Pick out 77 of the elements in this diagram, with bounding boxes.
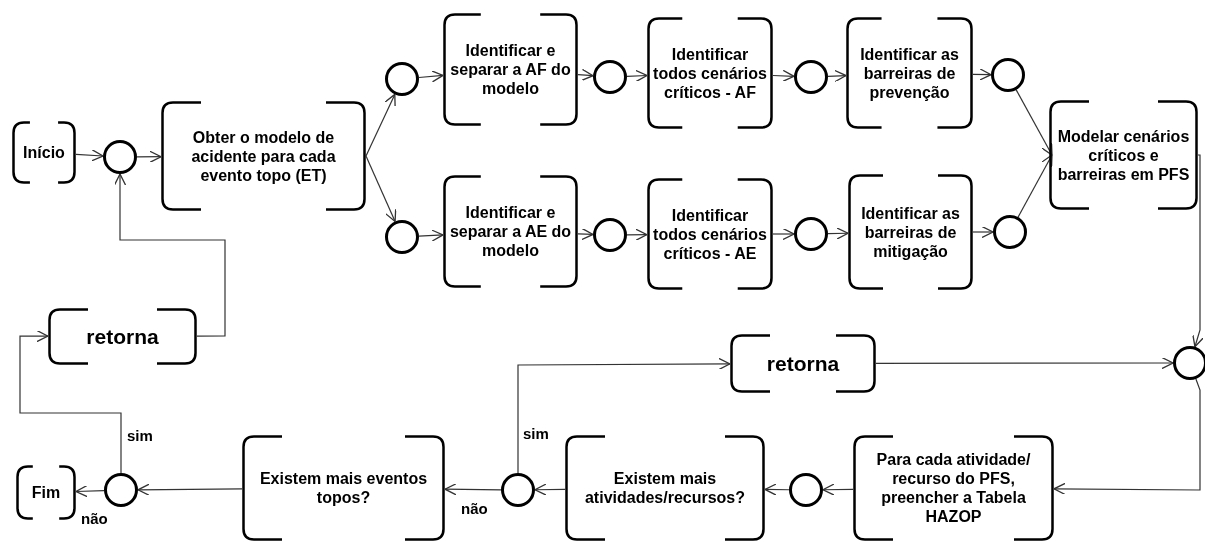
- activity-box: [846, 17, 973, 129]
- activity-label: Identificar e separar a AF do modelo: [449, 41, 572, 98]
- activity-box: [16, 465, 76, 520]
- event-circle: [593, 60, 627, 94]
- arrow: [517, 357, 731, 474]
- arrow: [972, 225, 994, 239]
- event-circle: [789, 473, 823, 507]
- arrow: [972, 68, 992, 81]
- event-circle: [991, 58, 1025, 92]
- arrow: [365, 93, 396, 157]
- event-circle: [385, 220, 419, 254]
- activity-label: Obter o modelo de acidente para cada evento topo (ET): [190, 127, 337, 185]
- activity-label: Identificar as barreiras de prevenção: [859, 44, 960, 102]
- event-circle: [501, 473, 535, 507]
- activity-label: Fim: [30, 483, 62, 502]
- edge-label: não: [80, 511, 109, 527]
- arrow: [136, 150, 162, 163]
- event-circle: [794, 60, 828, 94]
- activity-box: [647, 178, 773, 290]
- arrow: [75, 149, 104, 162]
- activity-box: [848, 174, 973, 290]
- event-circle: [993, 215, 1027, 249]
- activity-box: [48, 308, 197, 365]
- activity-box: [443, 13, 578, 126]
- arrow: [827, 69, 847, 83]
- activity-label: Existem mais atividades/recursos?: [583, 469, 747, 507]
- activity-label: Identificar e separar a AE do modelo: [448, 203, 573, 260]
- activity-label: Modelar cenários críticos e barreiras em PFS: [1056, 126, 1191, 184]
- arrow: [626, 228, 648, 241]
- arrow: [772, 69, 795, 83]
- arrow: [577, 227, 594, 241]
- arrow: [1015, 89, 1053, 156]
- arrow: [19, 329, 122, 474]
- arrow: [822, 483, 854, 496]
- arrow: [534, 483, 566, 496]
- activity-box: [853, 435, 1054, 541]
- arrow: [1017, 154, 1053, 218]
- edge-label: não: [460, 501, 489, 517]
- arrow: [577, 68, 594, 82]
- arrow: [418, 70, 444, 83]
- activity-box: [242, 435, 445, 541]
- activity-label: Identificar as barreiras de mitigação: [860, 203, 961, 261]
- arrow: [365, 155, 397, 223]
- arrow: [444, 483, 502, 496]
- event-circle: [593, 218, 627, 252]
- event-circle: [794, 217, 828, 251]
- activity-box: [730, 334, 876, 393]
- activity-box: [443, 175, 578, 288]
- arrow: [1192, 154, 1205, 348]
- arrow: [418, 229, 444, 242]
- activity-label: Identificar todos cenários críticos - AE: [652, 205, 768, 263]
- arrow: [875, 356, 1174, 370]
- edge-label: sim: [126, 428, 154, 444]
- arrow: [626, 69, 648, 83]
- arrow: [113, 173, 226, 337]
- arrow: [137, 483, 243, 496]
- activity-box: [647, 17, 773, 129]
- activity-label: Para cada atividade/ recurso do PFS, preencher a Tabela HAZOP: [875, 450, 1032, 526]
- event-circle: [385, 62, 419, 96]
- activity-label: retorna: [85, 327, 160, 346]
- activity-box: [1049, 100, 1198, 210]
- arrow: [75, 485, 105, 498]
- activity-label: retorna: [765, 354, 841, 373]
- event-circle: [1173, 346, 1205, 380]
- event-circle: [104, 473, 138, 507]
- arrow: [827, 227, 849, 240]
- activity-label: Existem mais eventos topos?: [258, 469, 429, 507]
- arrow: [764, 483, 790, 496]
- activity-box: [565, 435, 765, 541]
- activity-label: Identificar todos cenários críticos - AF: [652, 44, 768, 102]
- activity-box: [12, 121, 76, 184]
- arrow: [772, 227, 795, 241]
- activity-label: Início: [22, 143, 66, 162]
- edge-label: sim: [522, 426, 550, 442]
- event-circle: [103, 140, 137, 174]
- arrow: [1053, 378, 1201, 496]
- activity-box: [161, 101, 366, 211]
